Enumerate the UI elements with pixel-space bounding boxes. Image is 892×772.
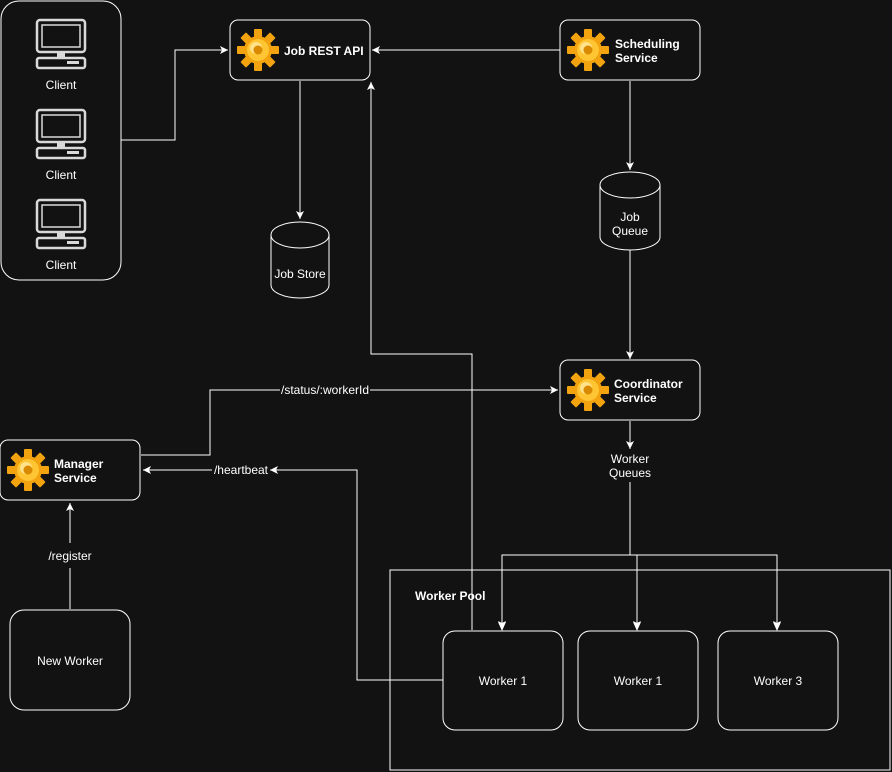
edge-manager-to-status — [141, 389, 280, 456]
edge-worker-to-heartbeat — [270, 466, 443, 681]
status-endpoint-label: /status/:workerId — [280, 382, 370, 398]
heartbeat-endpoint-label: /heartbeat — [212, 462, 270, 478]
client-2[interactable]: Client — [35, 108, 87, 182]
worker-queues-line1: Worker — [611, 452, 649, 466]
manager-service-line1: Manager — [54, 457, 104, 471]
job-store-db[interactable]: Job Store — [270, 221, 330, 299]
client-3-label: Client — [46, 258, 77, 272]
worker-pool-container: Worker Pool — [389, 569, 891, 771]
register-endpoint-label: /register — [44, 547, 96, 564]
computer-icon — [35, 108, 87, 160]
job-rest-api-node[interactable]: Job REST API — [229, 19, 371, 81]
job-queue-line1: Job — [620, 210, 640, 224]
gear-icon — [237, 29, 279, 71]
new-worker-node[interactable]: New Worker — [9, 609, 131, 711]
client-1[interactable]: Client — [35, 18, 87, 92]
worker-pool-title: Worker Pool — [415, 589, 485, 603]
computer-icon — [35, 18, 87, 70]
status-endpoint-text: /status/:workerId — [281, 383, 369, 397]
job-queue-db[interactable]: Job Queue — [599, 171, 661, 251]
job-store-label: Job Store — [274, 267, 326, 281]
scheduling-service-line2: Service — [615, 51, 658, 65]
edge-worker-to-api — [367, 82, 473, 630]
new-worker-label: New Worker — [37, 654, 103, 668]
coordinator-service-node[interactable]: Coordinator Service — [559, 359, 701, 421]
edge-clients-to-api — [121, 46, 228, 141]
register-endpoint-text: /register — [48, 549, 91, 563]
clients-container — [0, 0, 122, 281]
job-queue-line2: Queue — [612, 224, 648, 238]
worker-queues-label: Worker Queues — [604, 450, 656, 482]
worker-node-3[interactable]: Worker 3 — [717, 630, 839, 731]
clients-group: Client Client Client — [0, 0, 122, 281]
gear-icon — [567, 29, 609, 71]
computer-icon — [35, 198, 87, 250]
worker-2-label: Worker 1 — [614, 674, 663, 688]
edge-queue-to-worker-a — [498, 554, 630, 629]
worker-3-label: Worker 3 — [754, 674, 803, 688]
worker-node-1[interactable]: Worker 1 — [442, 630, 564, 731]
worker-queues-line2: Queues — [609, 466, 651, 480]
coordinator-service-line1: Coordinator — [614, 377, 683, 391]
worker-node-2[interactable]: Worker 1 — [577, 630, 699, 731]
gear-icon — [567, 369, 609, 411]
edge-queue-to-worker-c — [630, 554, 781, 629]
client-1-label: Client — [46, 78, 77, 92]
worker-arrowheads — [498, 622, 781, 631]
client-2-label: Client — [46, 168, 77, 182]
manager-service-line2: Service — [54, 471, 97, 485]
worker-1-label: Worker 1 — [479, 674, 528, 688]
edges — [66, 46, 781, 681]
job-rest-api-title: Job REST API — [284, 44, 364, 58]
coordinator-service-line2: Service — [614, 391, 657, 405]
scheduling-service-node[interactable]: Scheduling Service — [559, 19, 701, 81]
manager-service-node[interactable]: Manager Service — [0, 439, 141, 501]
client-3[interactable]: Client — [35, 198, 87, 272]
gear-icon — [7, 449, 49, 491]
heartbeat-endpoint-text: /heartbeat — [214, 463, 269, 477]
scheduling-service-line1: Scheduling — [615, 37, 680, 51]
